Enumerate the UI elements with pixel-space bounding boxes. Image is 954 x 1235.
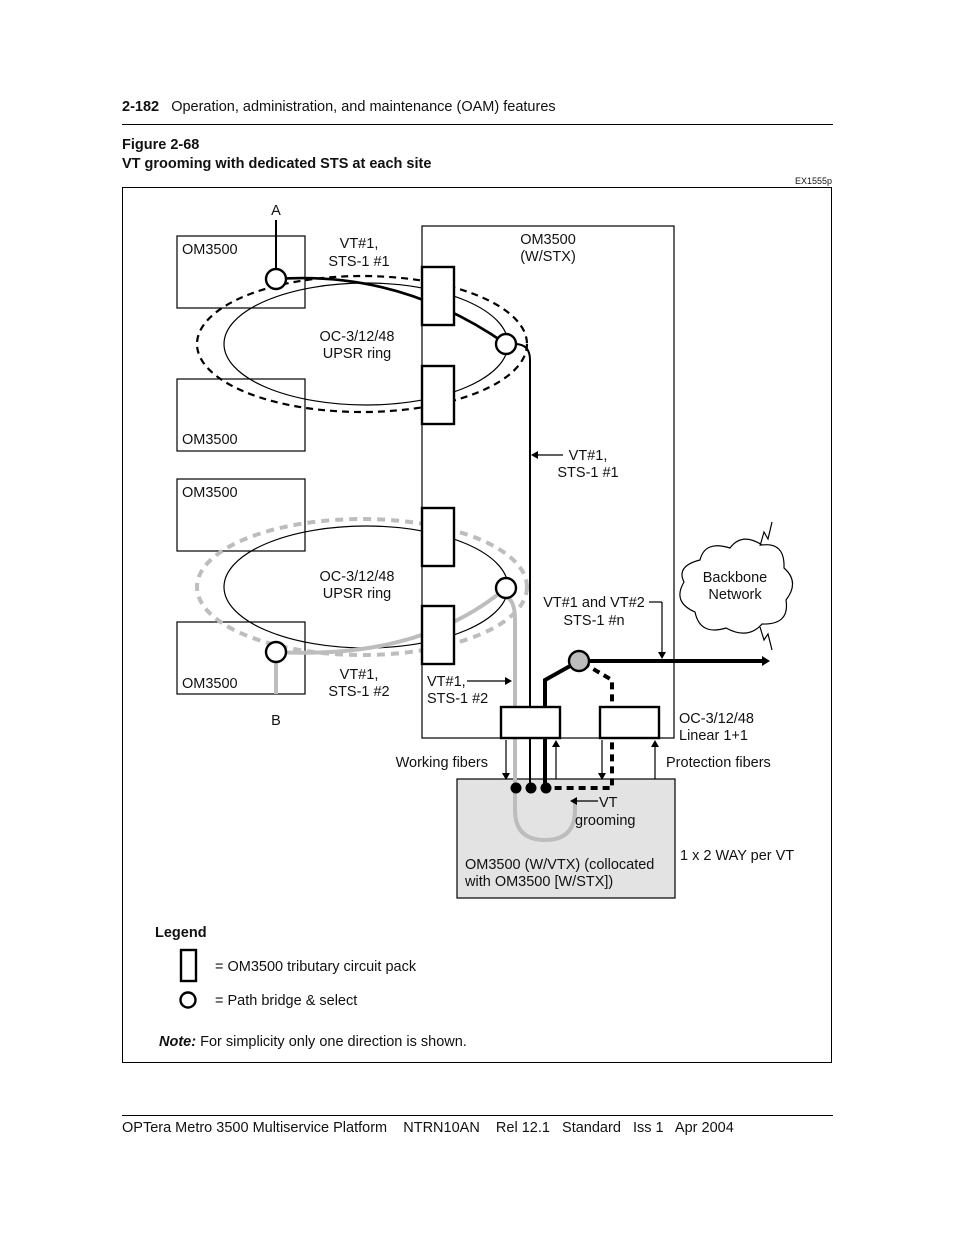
label-vt-grooming-b: grooming [575,813,635,829]
page-footer: OPTera Metro 3500 Multiservice Platform … [122,1120,734,1136]
legend-title: Legend [155,925,207,941]
label-b: B [271,713,281,729]
bridge-select-ring1 [494,332,518,356]
protection-fiber-down-head [598,773,606,780]
legend-bridge-text: = Path bridge & select [215,993,357,1009]
label-om-top-left: OM3500 [182,242,238,258]
grooming-dot-3 [540,782,552,794]
label-vt1-sts2-in-b: STS-1 #2 [427,691,488,707]
grooming-dot-2 [525,782,537,794]
label-om-mid-left: OM3500 [182,432,238,448]
label-vt1-sts2-b: STS-1 #2 [328,684,389,700]
bridge-select-a [264,267,288,291]
label-om-lower-left: OM3500 [182,485,238,501]
label-a: A [271,203,281,219]
label-backbone-a: Backbone [703,570,768,586]
label-vtx-b: with OM3500 [W/STX]) [464,874,613,890]
label-vt1-sts2-in-a: VT#1, [427,674,466,690]
label-vtx-a: OM3500 (W/VTX) (collocated [465,857,654,873]
vt12-arrowhead [658,652,666,659]
label-backbone-b: Network [708,587,762,603]
legend-note: Note: For simplicity only one direction … [159,1034,467,1050]
label-vt1-sts1-1a: VT#1, [340,236,379,252]
tributary-pack-2 [420,364,456,426]
backbone-network-cloud [679,538,794,634]
label-linear-a: OC-3/12/48 [679,711,754,727]
om3500-stx-node [421,225,675,739]
vt1-right-arrowhead [531,451,538,459]
footer-issue: Iss 1 [632,1120,664,1136]
tributary-pack-4 [420,604,456,666]
footer-product: OPTera Metro 3500 Multiservice Platform [122,1120,388,1136]
tributary-pack-1 [420,265,456,327]
note-text: For simplicity only one direction is sho… [196,1034,467,1050]
label-ring1-b: UPSR ring [323,346,392,362]
label-vt1-right-b: STS-1 #1 [557,465,618,481]
om3500-vtx-node [456,778,676,899]
tributary-pack-3 [420,506,456,568]
footer-date: Apr 2004 [674,1120,734,1136]
label-vt-grooming-a: VT [599,795,618,811]
legend-pack-text: = OM3500 tributary circuit pack [215,959,417,975]
label-vt1-right-a: VT#1, [569,448,608,464]
working-fiber-up-head [552,740,560,747]
section-title: Operation, administration, and maintenan… [171,99,556,115]
lightning-bottom-icon [759,626,773,651]
linear-protection-pack [598,705,661,740]
protection-fiber-up-head [651,740,659,747]
page-header: 2-182 Operation, administration, and mai… [122,99,556,115]
backbone-arrowhead [762,656,770,666]
page-number: 2-182 [122,99,160,115]
label-ring1-a: OC-3/12/48 [320,329,395,345]
ring2-working-path [275,586,508,655]
bridge-select-b [264,640,288,664]
ring1-outer-fiber [195,274,529,414]
footer-doc: NTRN10AN [403,1120,480,1136]
figure-title: VT grooming with dedicated STS at each s… [122,156,432,172]
note-label: Note: [159,1034,196,1050]
lightning-top-icon [759,521,773,547]
footer-status: Standard [562,1120,621,1136]
label-ring2-a: OC-3/12/48 [320,569,395,585]
label-om-stx-2: (W/STX) [520,249,576,265]
legend-pack-symbol [179,948,198,983]
bridge-select-ring2 [494,576,518,600]
label-om-bottom-left: OM3500 [182,676,238,692]
label-om-stx-1: OM3500 [520,232,576,248]
vt1-sts2-arrowhead [505,677,512,685]
label-vt12-b: STS-1 #n [563,613,624,629]
figure-caption: Figure 2-68 VT grooming with dedicated S… [122,136,431,174]
label-working-fibers: Working fibers [396,755,488,771]
figure-frame [122,187,832,1063]
figure-number: Figure 2-68 [122,137,200,153]
label-vt12-a: VT#1 and VT#2 [543,595,645,611]
label-ring2-b: UPSR ring [323,586,392,602]
label-vt1-sts1-1b: STS-1 #1 [328,254,389,270]
vt1-sts1-2-path [505,595,577,843]
om3500-lower-left-node [176,478,306,552]
grooming-arrowhead [570,797,577,805]
bridge-select-linear [567,649,591,673]
footer-rule [122,1115,833,1116]
vt1-sts1-1-path [514,343,531,786]
figure-code: EX1555p [794,176,832,186]
footer-rel: Rel 12.1 [495,1120,550,1136]
label-protection-fibers: Protection fibers [666,755,771,771]
linear-working-pack [499,705,562,740]
label-vt1-sts2-a: VT#1, [340,667,379,683]
ring1-working-path [275,276,507,346]
label-linear-b: Linear 1+1 [679,728,748,744]
legend-bridge-symbol [179,991,197,1009]
grooming-dot-1 [510,782,522,794]
header-rule [122,124,833,125]
working-fiber-down-head [502,773,510,780]
label-way: 1 x 2 WAY per VT [680,848,794,864]
ring2-outer-fiber [195,517,529,657]
